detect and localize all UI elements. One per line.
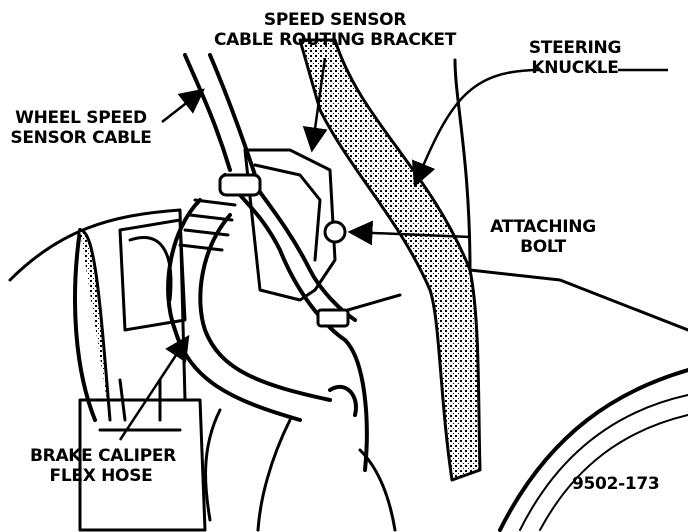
speed-sensor-bracket-line1: SPEED SENSOR [263, 10, 407, 30]
speed-sensor-bracket-line2: CABLE ROUTING BRACKET [213, 30, 457, 50]
brake-caliper-flex-hose-label: BRAKE CALIPER FLEX HOSE [30, 446, 176, 486]
steering-knuckle-label: STEERING KNUCKLE [510, 38, 640, 78]
bracket [243, 148, 337, 302]
wheel-speed-cable-line2: SENSOR CABLE [10, 128, 152, 148]
leader-bolt [347, 220, 471, 246]
steering-knuckle [298, 38, 482, 482]
wheel-speed-sensor-cable-label: WHEEL SPEED SENSOR CABLE [2, 108, 160, 148]
steering-knuckle-line2: KNUCKLE [531, 58, 619, 78]
leader-bracket [302, 57, 328, 153]
wheel-speed-cable-line1: WHEEL SPEED [15, 108, 147, 128]
leader-knuckle [412, 68, 541, 188]
leader-hose [118, 334, 190, 441]
speed-sensor-bracket-label: SPEED SENSOR CABLE ROUTING BRACKET [205, 10, 465, 50]
steering-knuckle-line1: STEERING [528, 38, 622, 58]
brake-hose-line2: FLEX HOSE [49, 466, 153, 486]
brake-hose-line1: BRAKE CALIPER [30, 446, 176, 466]
attaching-bolt-line1: ATTACHING [490, 217, 596, 237]
attaching-bolt-label: ATTACHING BOLT [478, 217, 608, 257]
leader-cable [161, 88, 205, 123]
figure-number: 9502-173 [572, 474, 660, 494]
attaching-bolt-line2: BOLT [520, 237, 566, 257]
wheel-speed-sensor-cable [183, 53, 232, 172]
rotor-shield [8, 208, 187, 402]
attaching-bolt [323, 220, 347, 244]
brake-caliper-flex-hose [166, 198, 302, 422]
